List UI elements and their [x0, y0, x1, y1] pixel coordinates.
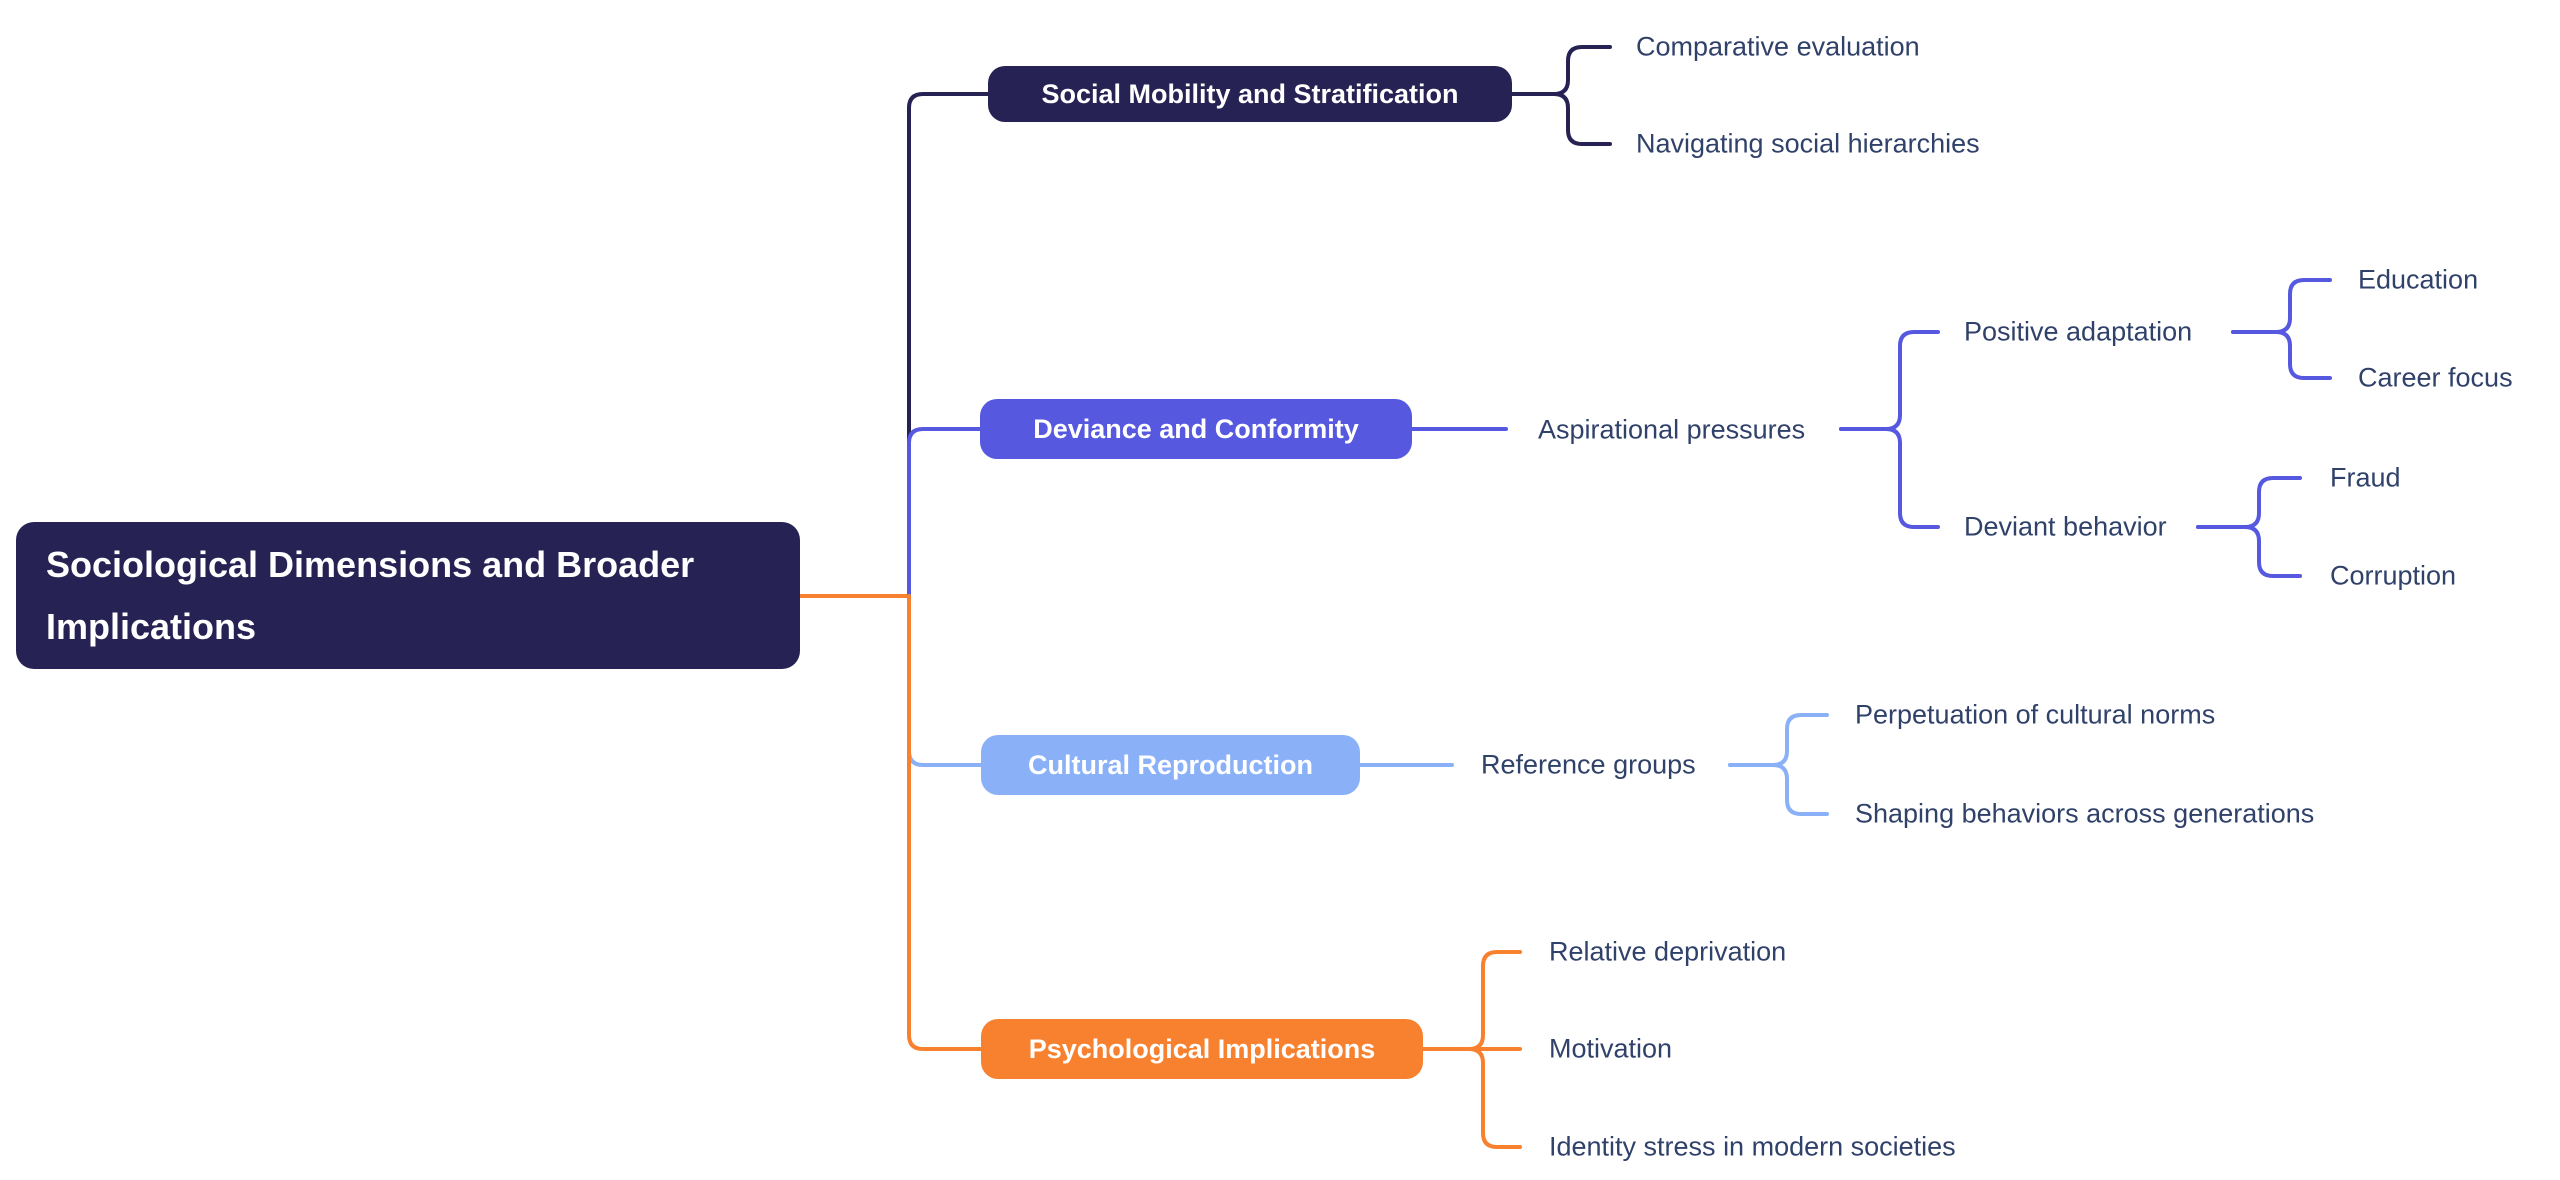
connector-identity-stress	[1421, 1047, 1522, 1149]
leaf-comparative-evaluation[interactable]: Comparative evaluation	[1636, 31, 1920, 62]
branch-social-mobility[interactable]: Social Mobility and Stratification	[988, 66, 1512, 122]
node-aspirational-pressures[interactable]: Aspirational pressures	[1538, 414, 1806, 445]
node-deviant-behavior[interactable]: Deviant behavior	[1964, 511, 2167, 542]
connector-perpetuation-norms	[1728, 713, 1829, 767]
leaf-perpetuation-of-cultural-norms[interactable]: Perpetuation of cultural norms	[1855, 699, 2216, 730]
leaf-identity-stress-in-modern-societies[interactable]: Identity stress in modern societies	[1549, 1131, 1956, 1162]
leaf-education[interactable]: Education	[2358, 264, 2479, 295]
connector-career-focus	[2231, 330, 2332, 380]
connector-branch-cultural	[907, 594, 983, 767]
branch-cultural-reproduction-label: Cultural Reproduction	[1028, 749, 1313, 780]
branch-deviance-conformity[interactable]: Deviance and Conformity	[980, 399, 1412, 459]
connector-positive-adaptation	[1839, 330, 1940, 431]
branch-psychological-implications-label: Psychological Implications	[1028, 1033, 1376, 1064]
leaf-corruption[interactable]: Corruption	[2330, 560, 2457, 591]
node-positive-adaptation[interactable]: Positive adaptation	[1964, 316, 2193, 347]
leaf-motivation[interactable]: Motivation	[1549, 1033, 1673, 1064]
connector-deviant-behavior	[1839, 427, 1940, 529]
connector-comparative-evaluation	[1510, 45, 1612, 96]
connector-branch-deviance	[907, 427, 982, 598]
node-reference-groups[interactable]: Reference groups	[1481, 749, 1696, 780]
connector-branch-psychological	[907, 594, 983, 1051]
root-node-label: Sociological Dimensions and Broader Impl…	[46, 543, 695, 647]
connector-branch-social-mobility	[907, 92, 990, 598]
leaf-shaping-behaviors-across-generations[interactable]: Shaping behaviors across generations	[1855, 798, 2315, 829]
leaf-fraud[interactable]: Fraud	[2330, 462, 2401, 493]
branch-social-mobility-label: Social Mobility and Stratification	[1041, 78, 1459, 109]
connector-navigating-hierarchies	[1510, 92, 1612, 146]
connector-relative-deprivation	[1421, 950, 1522, 1051]
connector-education	[2231, 278, 2332, 334]
connector-fraud	[2196, 476, 2302, 529]
connector-corruption	[2196, 525, 2302, 578]
connector-shaping-behaviors	[1728, 763, 1829, 816]
leaf-navigating-social-hierarchies[interactable]: Navigating social hierarchies	[1636, 128, 1980, 159]
root-node[interactable]: Sociological Dimensions and Broader Impl…	[16, 522, 800, 669]
branch-cultural-reproduction[interactable]: Cultural Reproduction	[981, 735, 1360, 795]
branch-deviance-conformity-label: Deviance and Conformity	[1033, 413, 1359, 444]
leaf-relative-deprivation[interactable]: Relative deprivation	[1549, 936, 1787, 967]
branch-psychological-implications[interactable]: Psychological Implications	[981, 1019, 1423, 1079]
leaf-career-focus[interactable]: Career focus	[2358, 362, 2513, 393]
